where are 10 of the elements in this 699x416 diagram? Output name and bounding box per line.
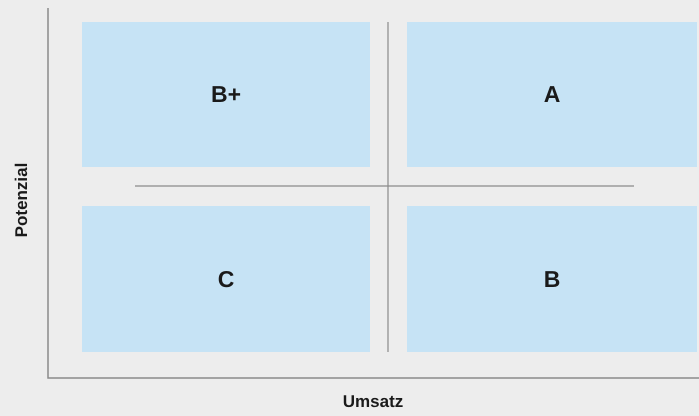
quadrant-label: B bbox=[544, 266, 560, 292]
y-axis-title: Potenzial bbox=[12, 162, 32, 238]
quadrant-box bbox=[82, 22, 370, 167]
quadrant-label: B+ bbox=[210, 81, 242, 108]
quadrant-box bbox=[407, 22, 697, 167]
quadrant-box bbox=[407, 206, 697, 352]
quadrant-box bbox=[82, 206, 370, 352]
quadrant-label: C bbox=[218, 266, 234, 292]
quadrant-label: A bbox=[544, 81, 560, 108]
x-axis-title: Umsatz bbox=[342, 392, 404, 412]
